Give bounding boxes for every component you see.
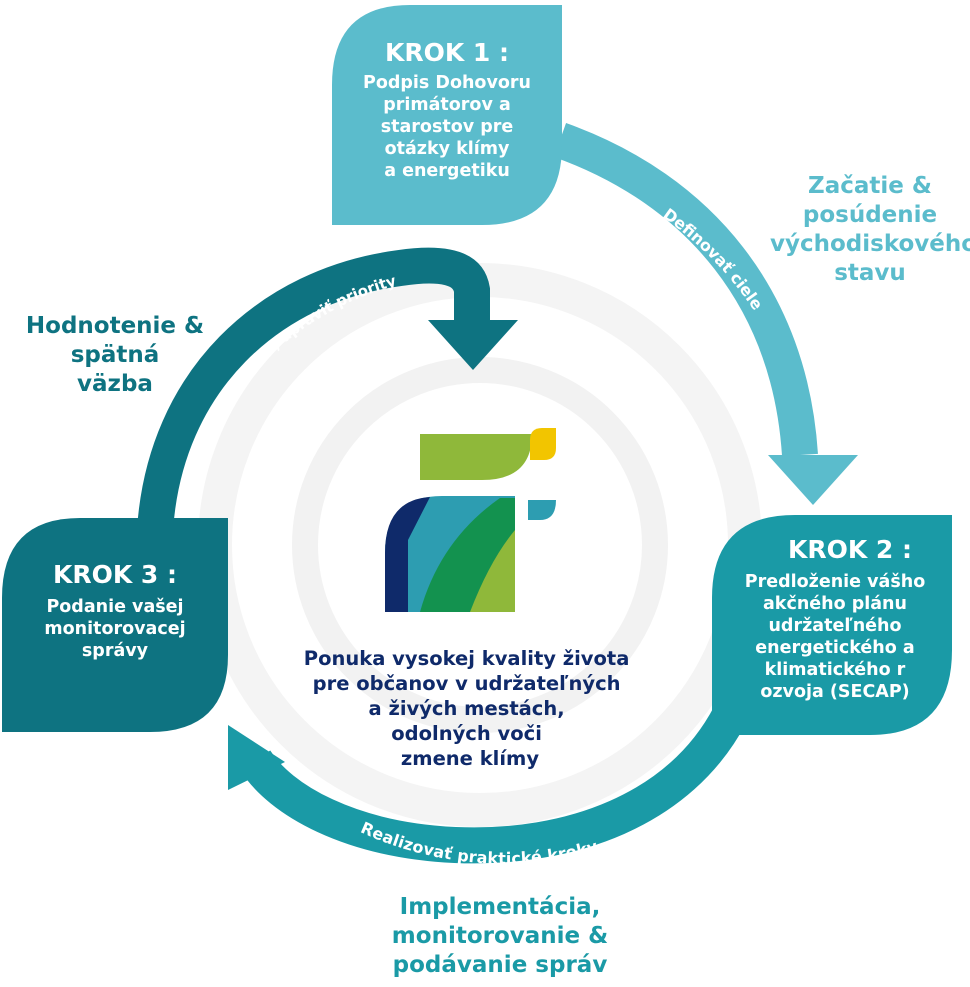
step1-line: primátorov a — [383, 95, 511, 115]
step2-line: energetického a — [755, 638, 915, 658]
covenant-of-mayors-leaf-logo — [385, 428, 556, 612]
arrow-evaluate — [137, 247, 518, 532]
phase-start-line: stavu — [834, 260, 906, 286]
step1-line: Podpis Dohovoru — [363, 73, 531, 93]
step1-title: KROK 1 : — [384, 38, 510, 67]
phase-implementation-line: Implementácia, — [399, 894, 601, 920]
phase-implementation-line: podávanie správ — [392, 952, 608, 978]
phase-evaluation: Hodnotenie & spätná väzba — [10, 312, 220, 399]
step1-line: a energetiku — [384, 161, 510, 181]
step2-desc: Predloženie vášho akčného plánu udržateľ… — [715, 571, 955, 703]
phase-evaluation-line: spätná — [70, 342, 160, 368]
step1-desc: Podpis Dohovoru primátorov a starostov p… — [332, 72, 562, 182]
center-line: odolných voči — [391, 722, 542, 745]
step2-line: Predloženie vášho — [744, 572, 926, 592]
step3-leaf — [2, 518, 228, 732]
arrow-define-goals — [553, 123, 858, 505]
step2-leaf — [712, 515, 952, 735]
step1-line: starostov pre — [380, 117, 514, 137]
background-ring-inner — [292, 357, 668, 733]
center-line: Ponuka vysokej kvality života — [304, 647, 630, 670]
step2-line: udržateľného — [768, 616, 902, 636]
step3-line: správy — [81, 641, 149, 661]
step1-line: otázky klímy — [384, 139, 510, 159]
phase-implementation-line: monitorovanie & — [391, 923, 609, 949]
step3-line: Podanie vašej — [46, 597, 184, 617]
step2-line: akčného plánu — [763, 594, 907, 614]
center-line: a živých mestách, — [369, 697, 565, 720]
phase-evaluation-line: Hodnotenie & — [25, 313, 205, 339]
phase-evaluation-line: väzba — [77, 371, 153, 397]
phase-start-line: Začatie & — [808, 173, 932, 199]
phase-start-line: východiskového — [770, 231, 970, 257]
step2-line: ozvoja (SECAP) — [760, 682, 910, 702]
arrow-implement — [228, 706, 746, 864]
center-text: Ponuka vysokej kvality života pre občano… — [304, 647, 636, 770]
center-line: zmene klímy — [401, 747, 539, 770]
step3-title: KROK 3 : — [52, 560, 178, 589]
phase-start-line: posúdenie — [802, 202, 938, 228]
phase-start: Začatie & posúdenie východiskového stavu — [770, 172, 970, 288]
phase-implementation: Implementácia, monitorovanie & podávanie… — [370, 893, 630, 980]
center-line: pre občanov v udržateľných — [313, 672, 621, 695]
step2-title: KROK 2 : — [787, 535, 913, 564]
step3-desc: Podanie vašej monitorovacej správy — [5, 596, 225, 662]
step2-line: klimatického r — [764, 660, 906, 680]
step1-leaf — [332, 5, 562, 225]
step3-line: monitorovacej — [44, 619, 186, 639]
